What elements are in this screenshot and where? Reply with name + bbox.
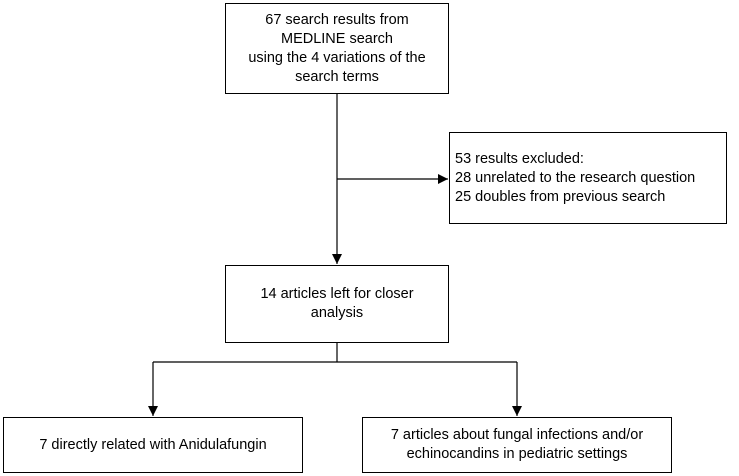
anidulafungin-box: 7 directly related with Anidulafungin	[3, 417, 303, 473]
remaining-articles-box: 14 articles left for closer analysis	[225, 265, 449, 343]
search-results-line-1: 67 search results from	[265, 11, 409, 28]
search-results-box: 67 search results from MEDLINE search us…	[225, 3, 449, 94]
search-results-line-2: MEDLINE search	[280, 30, 393, 47]
pediatric-line-2: echinocandins in pediatric settings	[406, 446, 628, 462]
anidulafungin-line-1: 7 directly related with Anidulafungin	[39, 436, 267, 453]
pediatric-box: 7 articles about fungal infections and/o…	[362, 417, 672, 473]
search-results-line-4: search terms	[295, 68, 379, 85]
pediatric-line-1: 7 articles about fungal infections and/o…	[390, 427, 644, 443]
excluded-line-1: 53 results excluded:	[455, 150, 584, 167]
excluded-line-2: 28 unrelated to the research question	[455, 169, 696, 186]
excluded-results-box: 53 results excluded: 28 unrelated to the…	[449, 132, 727, 224]
excluded-line-3: 25 doubles from previous search	[455, 188, 666, 205]
remaining-line-2: analysis	[310, 305, 364, 321]
search-results-line-3: using the 4 variations of the	[248, 49, 426, 66]
remaining-line-1: 14 articles left for closer	[260, 286, 414, 302]
